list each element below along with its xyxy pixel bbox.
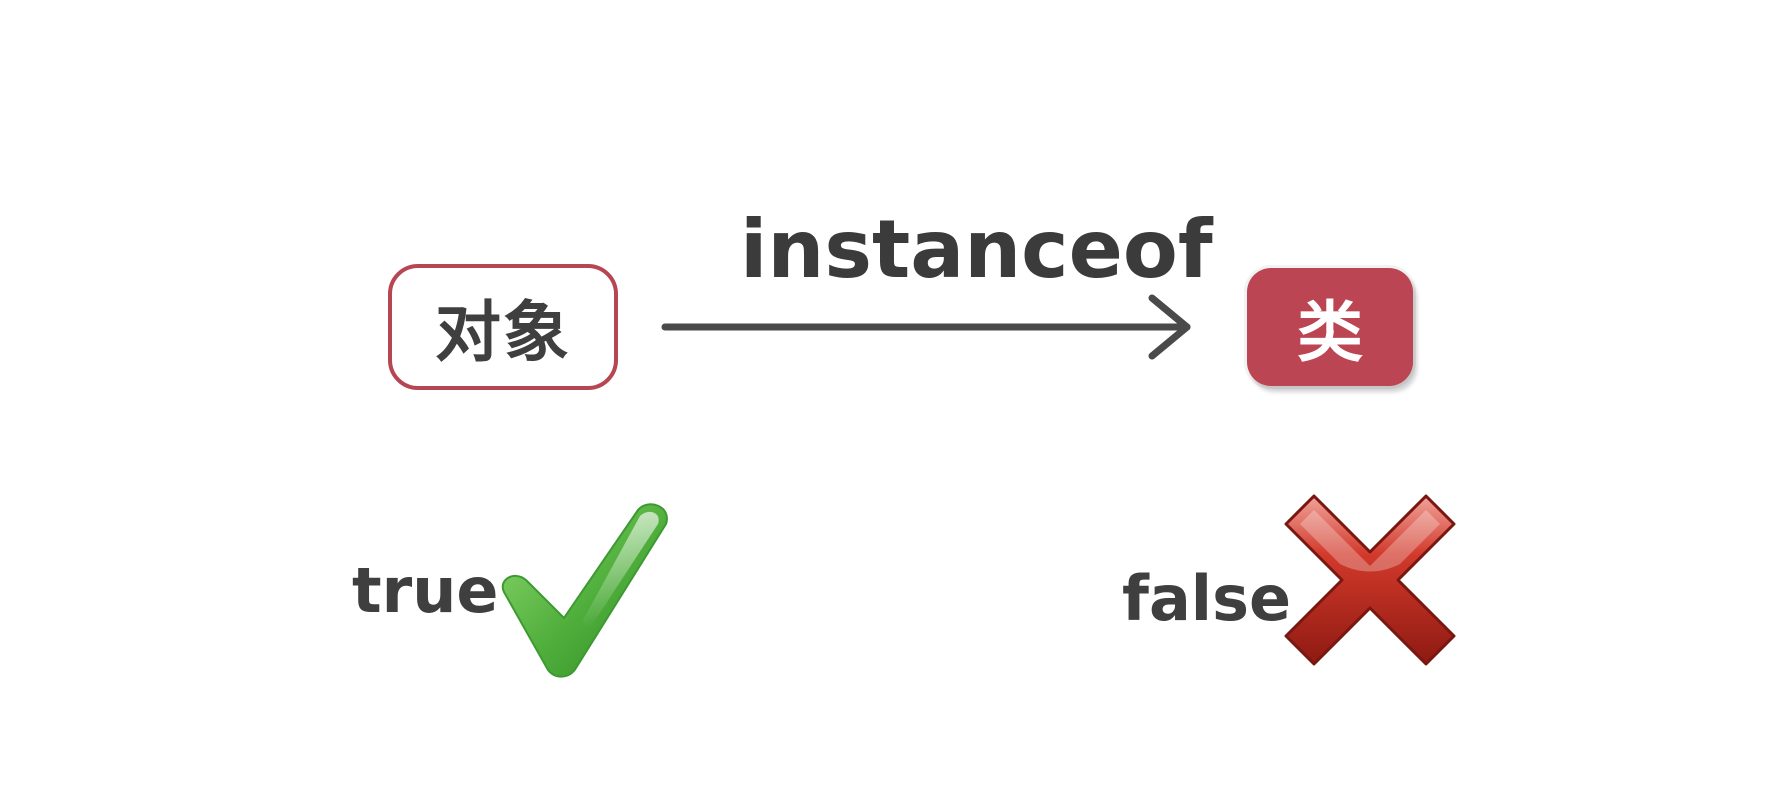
relation-label: instanceof (740, 203, 1213, 296)
class-label: 类 (1297, 294, 1363, 371)
true-label: true (352, 554, 499, 627)
object-node: 对象 (388, 264, 618, 390)
checkmark-icon (501, 503, 668, 678)
false-label: false (1122, 562, 1292, 635)
object-label: 对象 (435, 294, 571, 371)
class-node: 类 (1247, 268, 1413, 386)
cross-icon (1284, 494, 1456, 666)
right-arrow (661, 294, 1191, 360)
